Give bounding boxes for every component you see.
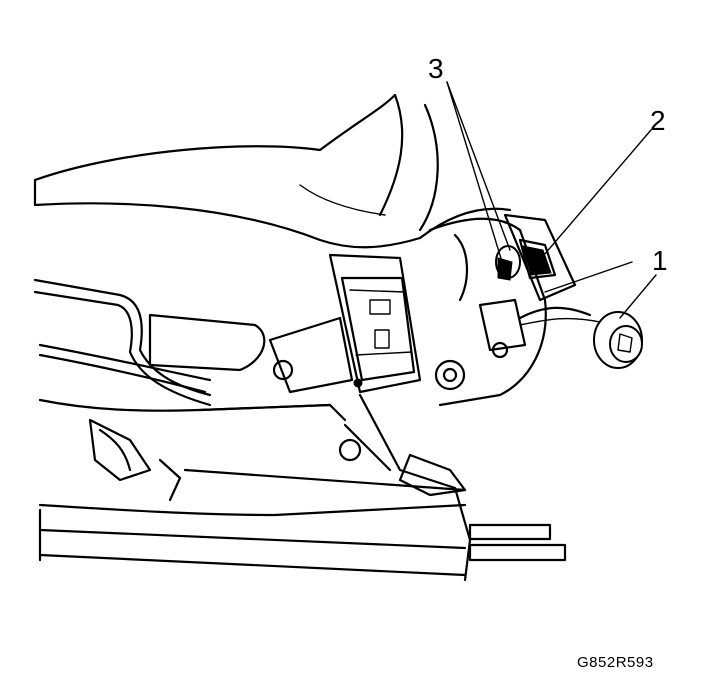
callout-3: 3 [428,53,444,84]
figure-code: G852R593 [577,654,654,671]
leader-lines [446,81,657,319]
recliner-mechanism [428,217,592,407]
clip-item-3 [495,245,521,281]
callout-1: 1 [652,245,668,276]
center-bracket [328,253,422,394]
seat-frame [33,278,354,412]
cover-item-2 [503,213,577,302]
connector-item-1 [519,311,643,369]
seat-cushion [33,93,512,249]
callout-2: 2 [650,105,666,136]
lower-rail [38,393,567,582]
